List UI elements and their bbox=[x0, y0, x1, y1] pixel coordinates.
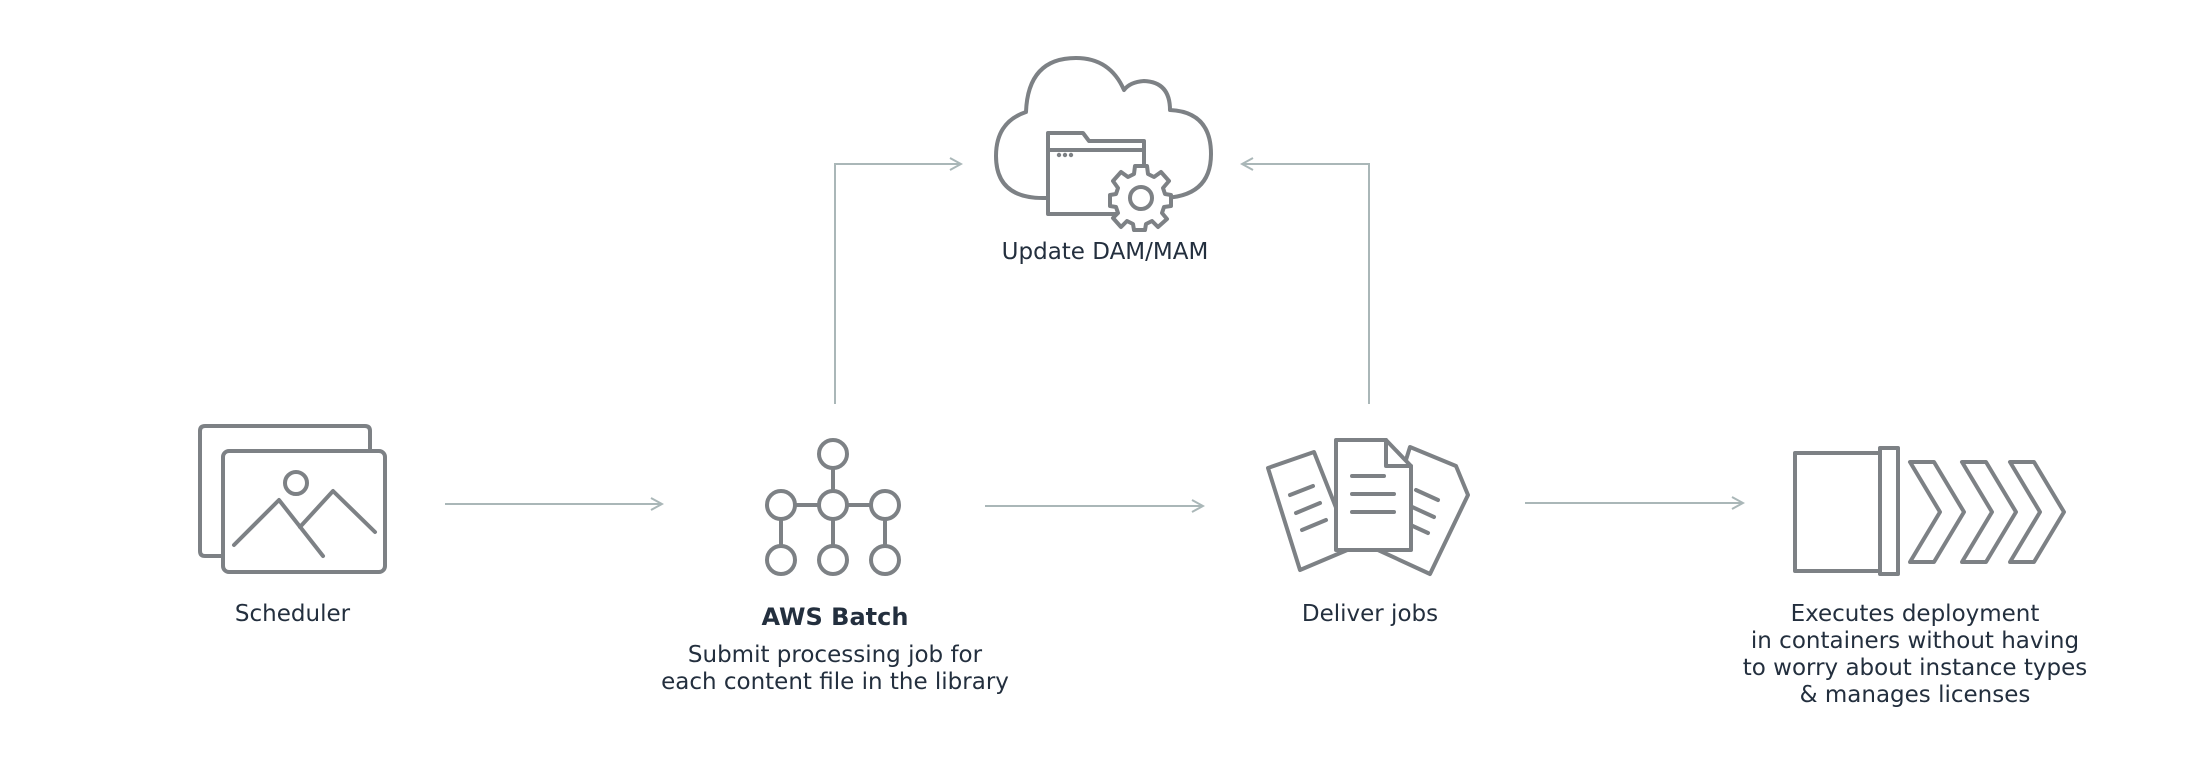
aws-batch-desc-line2: each content file in the library bbox=[661, 669, 1009, 695]
arrow-deliver-to-update bbox=[1242, 164, 1370, 404]
network-graph-icon bbox=[765, 438, 901, 576]
update-dam-label: Update DAM/MAM bbox=[1001, 239, 1209, 265]
arrow-batch-to-update bbox=[834, 164, 961, 404]
executes-line4: & manages licenses bbox=[1799, 682, 2031, 708]
aws-batch-desc-line1: Submit processing job for bbox=[687, 642, 983, 668]
images-icon bbox=[198, 424, 387, 574]
executes-line3: to worry about instance types bbox=[1742, 655, 2088, 681]
aws-batch-title: AWS Batch bbox=[761, 603, 909, 631]
documents-icon bbox=[1266, 438, 1470, 576]
scheduler-label: Scheduler bbox=[234, 601, 351, 627]
deliver-jobs-label: Deliver jobs bbox=[1301, 601, 1439, 627]
container-chevrons-icon bbox=[1793, 446, 2066, 576]
cloud-folder-gear-icon bbox=[994, 56, 1213, 232]
executes-line1: Executes deployment bbox=[1790, 601, 2040, 627]
executes-line2: in containers without having bbox=[1750, 628, 2080, 654]
